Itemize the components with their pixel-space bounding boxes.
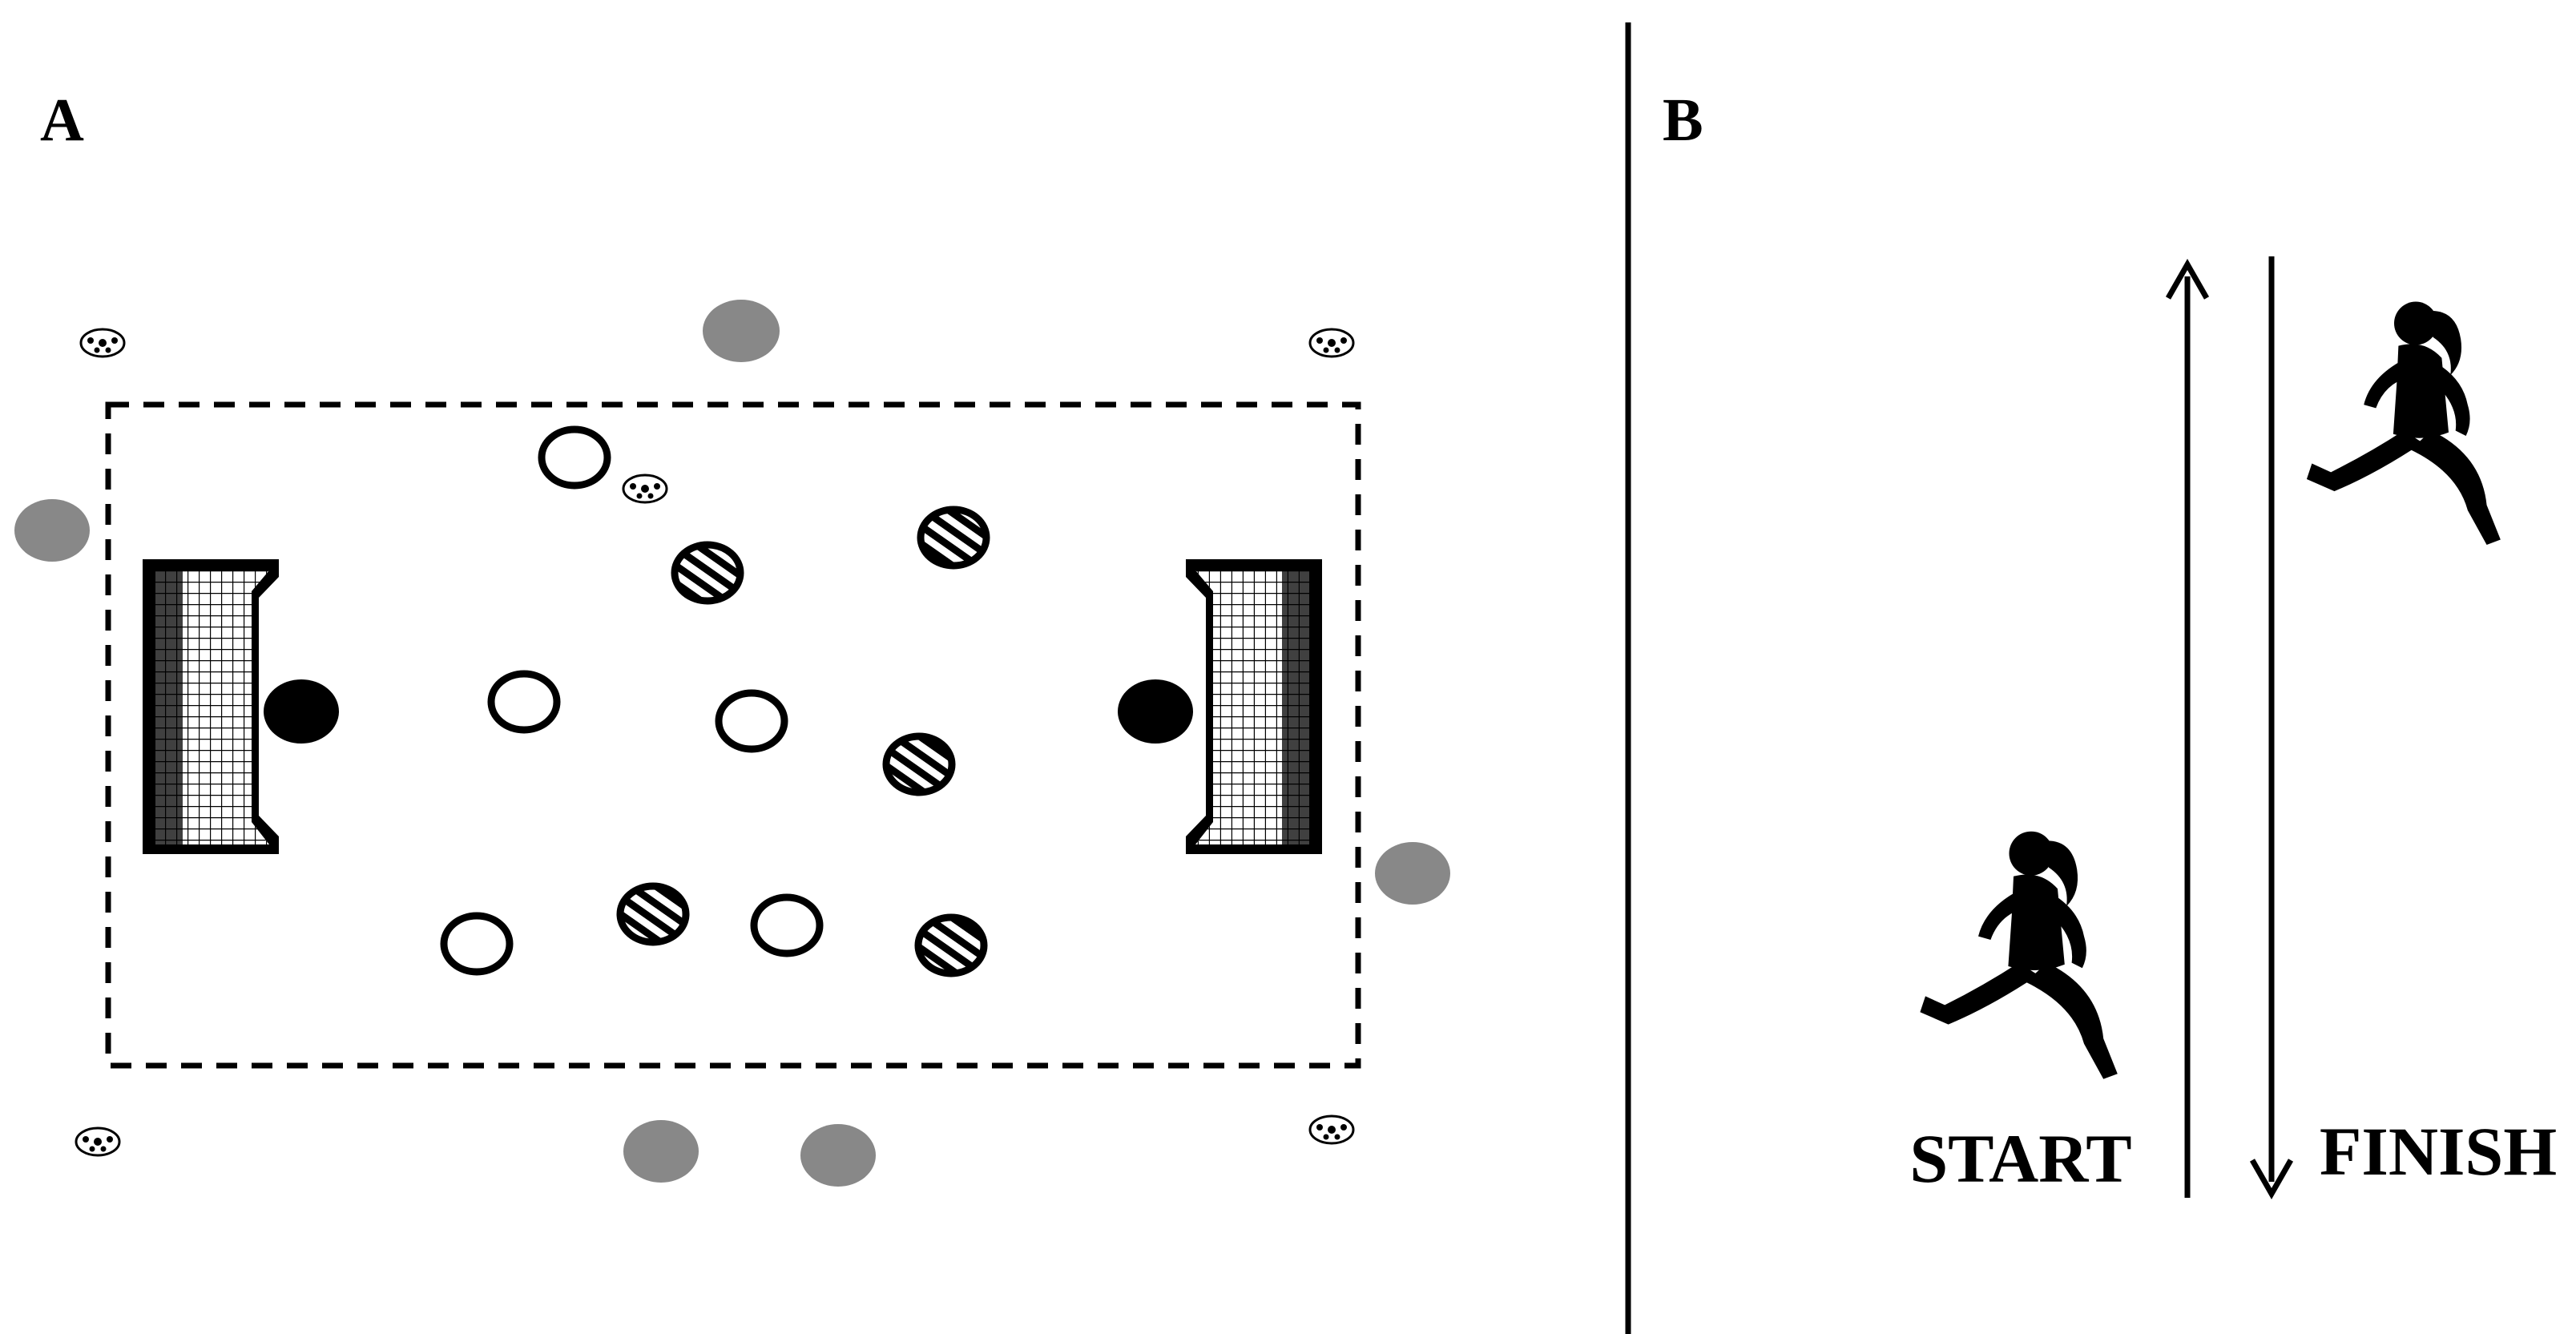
- start-label: START: [1909, 1120, 2131, 1197]
- left-goal-net-icon: [143, 559, 279, 854]
- team-open-player: [750, 893, 824, 957]
- team-striped-player: [616, 882, 690, 946]
- outside-player: [1375, 842, 1450, 905]
- running-woman-icon: [2306, 301, 2501, 546]
- panel-b-label: B: [1663, 87, 1703, 154]
- team-striped-player: [917, 506, 990, 570]
- soccer-ball-icon: [622, 474, 668, 504]
- outside-player: [14, 499, 90, 562]
- panel-a-label: A: [40, 87, 84, 154]
- soccer-ball-icon: [1308, 328, 1355, 358]
- outside-player: [623, 1120, 699, 1183]
- right-goalkeeper: [1118, 679, 1193, 744]
- team-striped-player: [671, 541, 744, 605]
- team-open-player: [487, 670, 561, 734]
- team-striped-player: [882, 732, 956, 796]
- outside-player: [800, 1124, 876, 1187]
- shuttle-run-diagram: START FINISH: [1909, 256, 2557, 1200]
- soccer-ball-icon: [79, 328, 126, 358]
- small-sided-game-diagram: [14, 300, 1450, 1187]
- arrow-down-icon: [2249, 1159, 2294, 1200]
- team-open-player: [440, 912, 514, 976]
- finish-label: FINISH: [2320, 1113, 2557, 1190]
- arrow-up-icon: [2165, 258, 2210, 300]
- right-goal-net-icon: [1186, 559, 1322, 854]
- team-striped-player: [914, 913, 988, 977]
- team-open-player: [538, 425, 611, 490]
- field-boundary: [105, 401, 1361, 1069]
- soccer-ball-icon: [75, 1126, 121, 1157]
- team-open-player: [715, 689, 788, 753]
- left-goalkeeper: [264, 679, 339, 744]
- outside-player: [703, 300, 780, 362]
- running-woman-icon: [1920, 831, 2118, 1079]
- soccer-ball-icon: [1308, 1114, 1355, 1145]
